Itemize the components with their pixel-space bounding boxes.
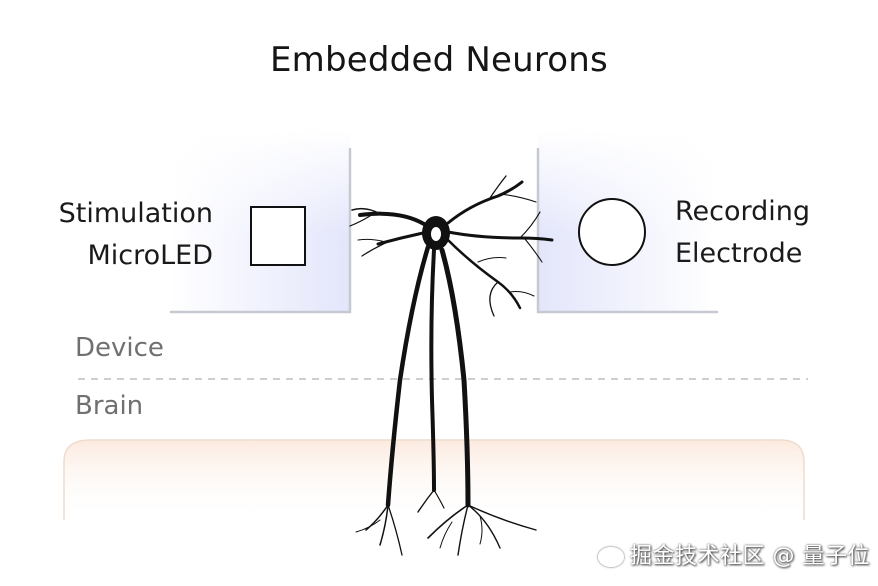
diagram-title: Embedded Neurons (270, 40, 608, 80)
recording-label: Recording Electrode (675, 191, 810, 275)
circle-icon (578, 198, 646, 266)
stimulation-line1: Stimulation (58, 198, 213, 229)
recording-line2: Electrode (675, 238, 803, 269)
watermark-text: 掘金技术社区 @ 量子位 (630, 544, 870, 569)
watermark: 掘金技术社区 @ 量子位 (598, 538, 870, 570)
neuron (349, 175, 554, 556)
device-right-edge (536, 148, 718, 314)
stimulation-label: Stimulation MicroLED (59, 193, 213, 277)
stimulation-line2: MicroLED (87, 240, 213, 271)
square-icon (250, 206, 306, 266)
watermark-logo-icon (598, 547, 624, 567)
brain-layer-label: Brain (75, 391, 144, 421)
device-left-edge (170, 148, 352, 314)
device-layer-label: Device (75, 333, 164, 363)
recording-line1: Recording (675, 196, 811, 227)
